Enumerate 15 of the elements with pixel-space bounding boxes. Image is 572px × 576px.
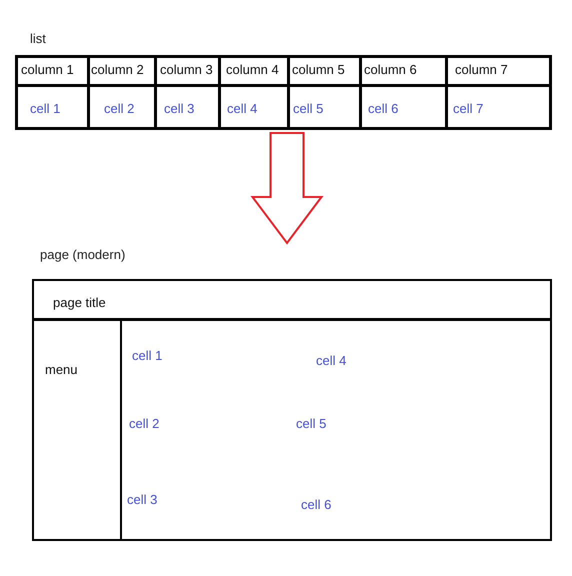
cell-label: cell 6 [301, 497, 332, 513]
cell-label: cell 1 [132, 348, 162, 364]
block-arrow [250, 132, 324, 245]
header-cell: column 1 [15, 55, 90, 87]
table-heading: list [30, 31, 46, 47]
menu-label: menu [45, 362, 78, 378]
cell-label: cell 4 [316, 353, 346, 369]
cell-label: cell 3 [127, 492, 158, 508]
page-title-label: page title [53, 295, 106, 311]
cell-label: cell 2 [129, 416, 160, 432]
data-cell: cell 1 [15, 84, 90, 130]
header-cell: column 7 [445, 55, 552, 87]
data-cell: cell 7 [445, 84, 552, 130]
page-heading: page (modern) [40, 247, 126, 263]
cell-label: cell 5 [296, 416, 326, 432]
